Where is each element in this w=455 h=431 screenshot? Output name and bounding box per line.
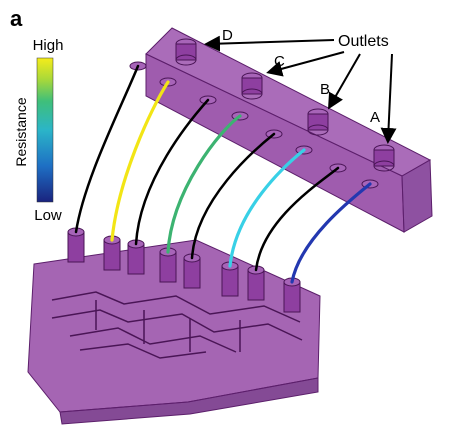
tube-black-1	[74, 64, 140, 234]
tubes	[74, 64, 372, 284]
colorbar-low-label: Low	[34, 207, 62, 224]
outlet-letter-c: C	[274, 53, 285, 70]
panel-letter: a	[10, 6, 23, 31]
mixing-block	[27, 227, 321, 425]
outlets-annotation: Outlets D C B A	[204, 27, 397, 144]
tube-green	[166, 114, 242, 254]
tube-cyan	[228, 148, 306, 268]
colorbar-high-label: High	[33, 37, 64, 54]
outlets-label: Outlets	[338, 33, 389, 50]
tube-yellow	[110, 80, 170, 242]
outlet-letter-a: A	[370, 109, 380, 126]
tube-black-2	[134, 98, 210, 246]
outlet-manifold	[129, 27, 433, 233]
colorbar-title: Resistance	[13, 97, 29, 166]
colorbar-gradient	[36, 57, 54, 203]
tube-black-3	[190, 132, 276, 260]
tube-blue	[290, 182, 372, 284]
outlet-letter-d: D	[222, 27, 233, 44]
outlet-letter-b: B	[320, 81, 330, 98]
tube-black-4	[254, 166, 340, 272]
colorbar: High Low Resistance	[13, 37, 63, 224]
